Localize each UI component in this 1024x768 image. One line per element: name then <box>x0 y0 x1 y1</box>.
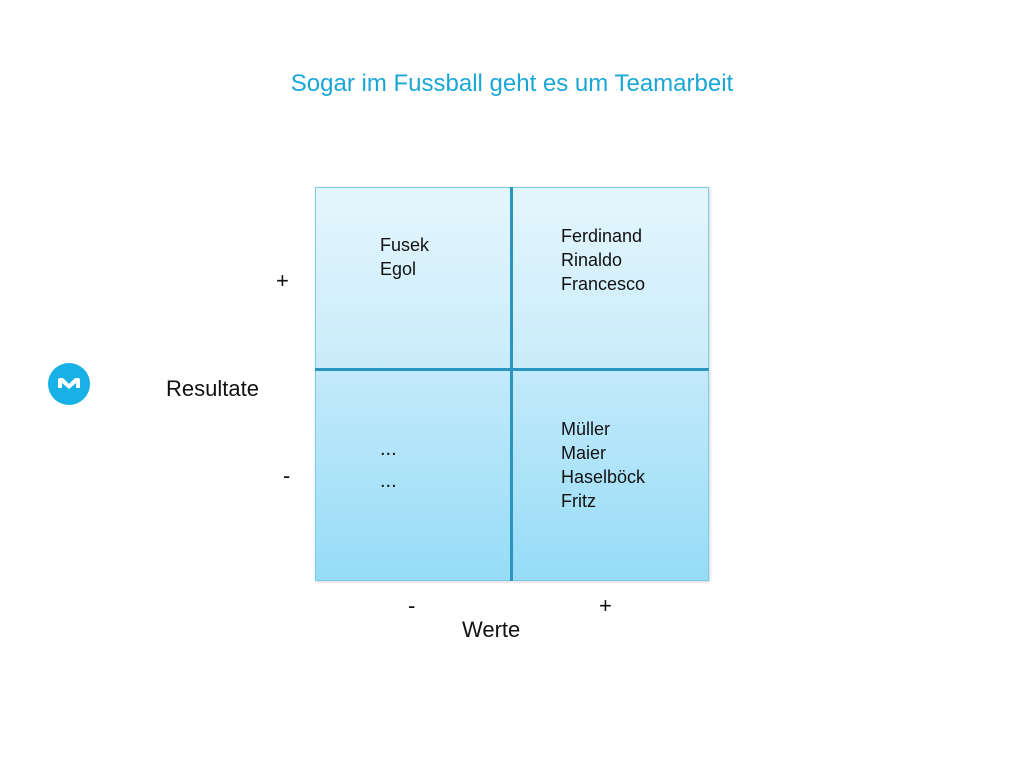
list-item: ... <box>380 438 397 460</box>
y-axis-title: Resultate <box>166 376 259 401</box>
x-axis-plus-label: + <box>599 593 612 618</box>
list-item: Egol <box>380 259 417 279</box>
x-axis-title: Werte <box>462 617 521 642</box>
slide-title: Sogar im Fussball geht es um Teamarbeit <box>290 70 734 97</box>
list-item: Ferdinand <box>561 226 643 246</box>
list-item: Müller <box>561 419 611 439</box>
quadrant-bottom-right-names: Müller Maier Haselböck Fritz <box>561 417 645 513</box>
list-item: ... <box>380 470 397 492</box>
quadrant-top-right-names: Ferdinand Rinaldo Francesco <box>561 224 645 296</box>
quadrant-top-left-names: Fusek Egol <box>380 233 429 281</box>
vertical-divider <box>510 187 513 581</box>
horizontal-divider <box>315 368 709 371</box>
list-item: Fusek <box>380 235 430 255</box>
brand-logo-icon <box>48 363 90 405</box>
quadrant-bottom-left: ... ... <box>315 370 511 581</box>
quadrant-bottom-right: Müller Maier Haselböck Fritz <box>512 370 709 581</box>
y-axis-minus-label: - <box>283 463 291 488</box>
quadrant-top-right: Ferdinand Rinaldo Francesco <box>512 187 709 369</box>
logo-m-glyph <box>58 378 80 389</box>
list-item: Rinaldo <box>561 250 623 270</box>
list-item: Maier <box>561 443 607 463</box>
list-item: Haselböck <box>561 467 646 487</box>
x-axis-minus-label: - <box>408 593 416 618</box>
y-axis-plus-label: + <box>276 268 289 293</box>
quadrant-top-left: Fusek Egol <box>315 187 511 369</box>
list-item: Fritz <box>561 491 596 511</box>
list-item: Francesco <box>561 274 646 294</box>
quadrant-bottom-left-names: ... ... <box>380 433 397 497</box>
quadrant-matrix: Fusek Egol Ferdinand Rinaldo Francesco .… <box>315 187 709 581</box>
